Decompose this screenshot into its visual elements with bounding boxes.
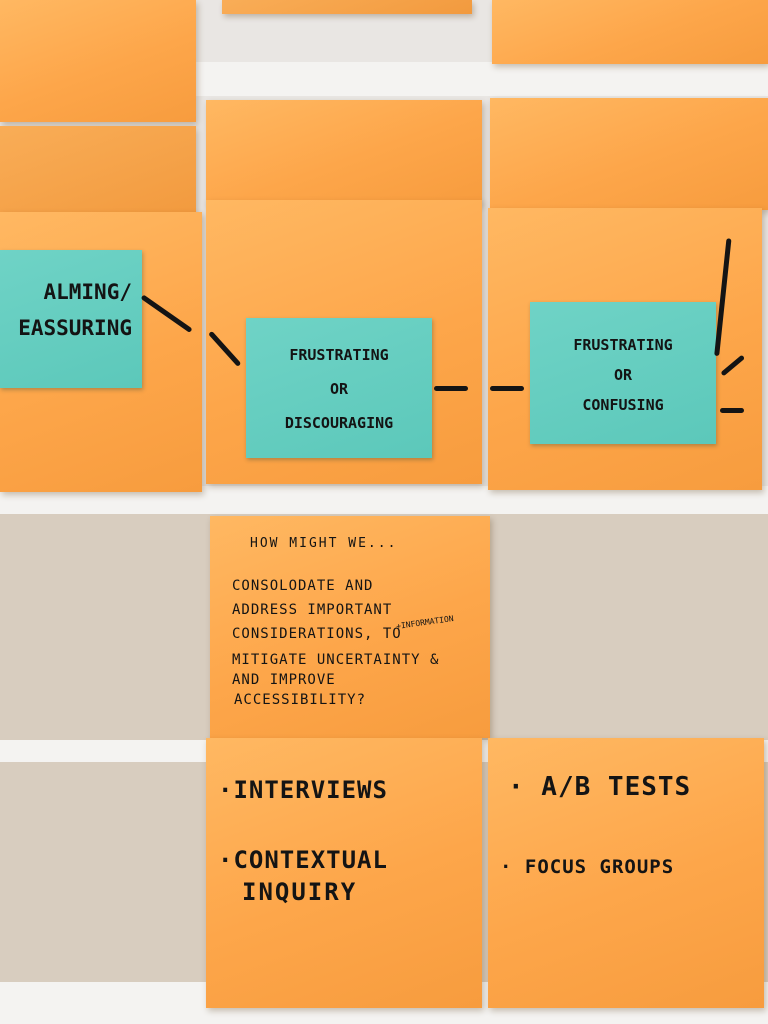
sticky-note-row2-center bbox=[206, 100, 482, 204]
method-item-contextual: ·CONTEXTUAL bbox=[218, 846, 388, 874]
method-item-interviews: ·INTERVIEWS bbox=[218, 776, 388, 804]
emotion-card-middle-line2: OR bbox=[329, 380, 349, 398]
emotion-card-middle-line1: FRUSTRATING bbox=[289, 346, 389, 364]
hmw-line: MITIGATE UNCERTAINTY & bbox=[232, 652, 440, 668]
hmw-line: ADDRESS IMPORTANT bbox=[232, 602, 393, 618]
sticky-note-top-left bbox=[0, 0, 196, 122]
emotion-card-right-line3: CONFUSING bbox=[582, 396, 664, 414]
research-methods-note-right: · A/B TESTS · FOCUS GROUPS bbox=[488, 738, 764, 1008]
how-might-we-note: HOW MIGHT WE... CONSOLODATE AND ADDRESS … bbox=[210, 516, 490, 738]
emotion-card-right: FRUSTRATING OR CONFUSING bbox=[530, 302, 716, 444]
journey-line-segment bbox=[490, 386, 524, 391]
journey-line-segment bbox=[720, 408, 744, 413]
research-methods-note-left: ·INTERVIEWS ·CONTEXTUAL INQUIRY bbox=[206, 738, 482, 1008]
emotion-card-right-line1: FRUSTRATING bbox=[573, 336, 673, 354]
emotion-card-right-line2: OR bbox=[613, 366, 633, 384]
journey-line-segment bbox=[434, 386, 468, 391]
sticky-note-row2-right bbox=[490, 98, 768, 210]
sticky-note-top-right bbox=[492, 0, 768, 64]
hmw-heading: HOW MIGHT WE... bbox=[250, 536, 398, 551]
hmw-line: ACCESSIBILITY? bbox=[234, 692, 367, 708]
hmw-line: AND IMPROVE bbox=[232, 672, 336, 688]
emotion-card-middle: FRUSTRATING OR DISCOURAGING bbox=[246, 318, 432, 458]
sticky-note-row2-left bbox=[0, 126, 196, 216]
hmw-line: CONSIDERATIONS, TO bbox=[232, 626, 402, 642]
method-item-focus-groups: · FOCUS GROUPS bbox=[500, 856, 675, 878]
emotion-card-left: ALMING/ EASSURING bbox=[0, 250, 142, 388]
emotion-card-left-line2: EASSURING bbox=[18, 316, 132, 340]
hmw-insert: +INFORMATION bbox=[395, 614, 455, 631]
emotion-card-left-line1: ALMING/ bbox=[43, 280, 132, 304]
emotion-card-middle-line3: DISCOURAGING bbox=[284, 414, 394, 432]
sticky-note-top-center bbox=[222, 0, 472, 14]
hmw-line: CONSOLODATE AND bbox=[232, 578, 374, 594]
method-item-ab-tests: · A/B TESTS bbox=[508, 772, 692, 802]
method-item-inquiry: INQUIRY bbox=[242, 878, 358, 906]
